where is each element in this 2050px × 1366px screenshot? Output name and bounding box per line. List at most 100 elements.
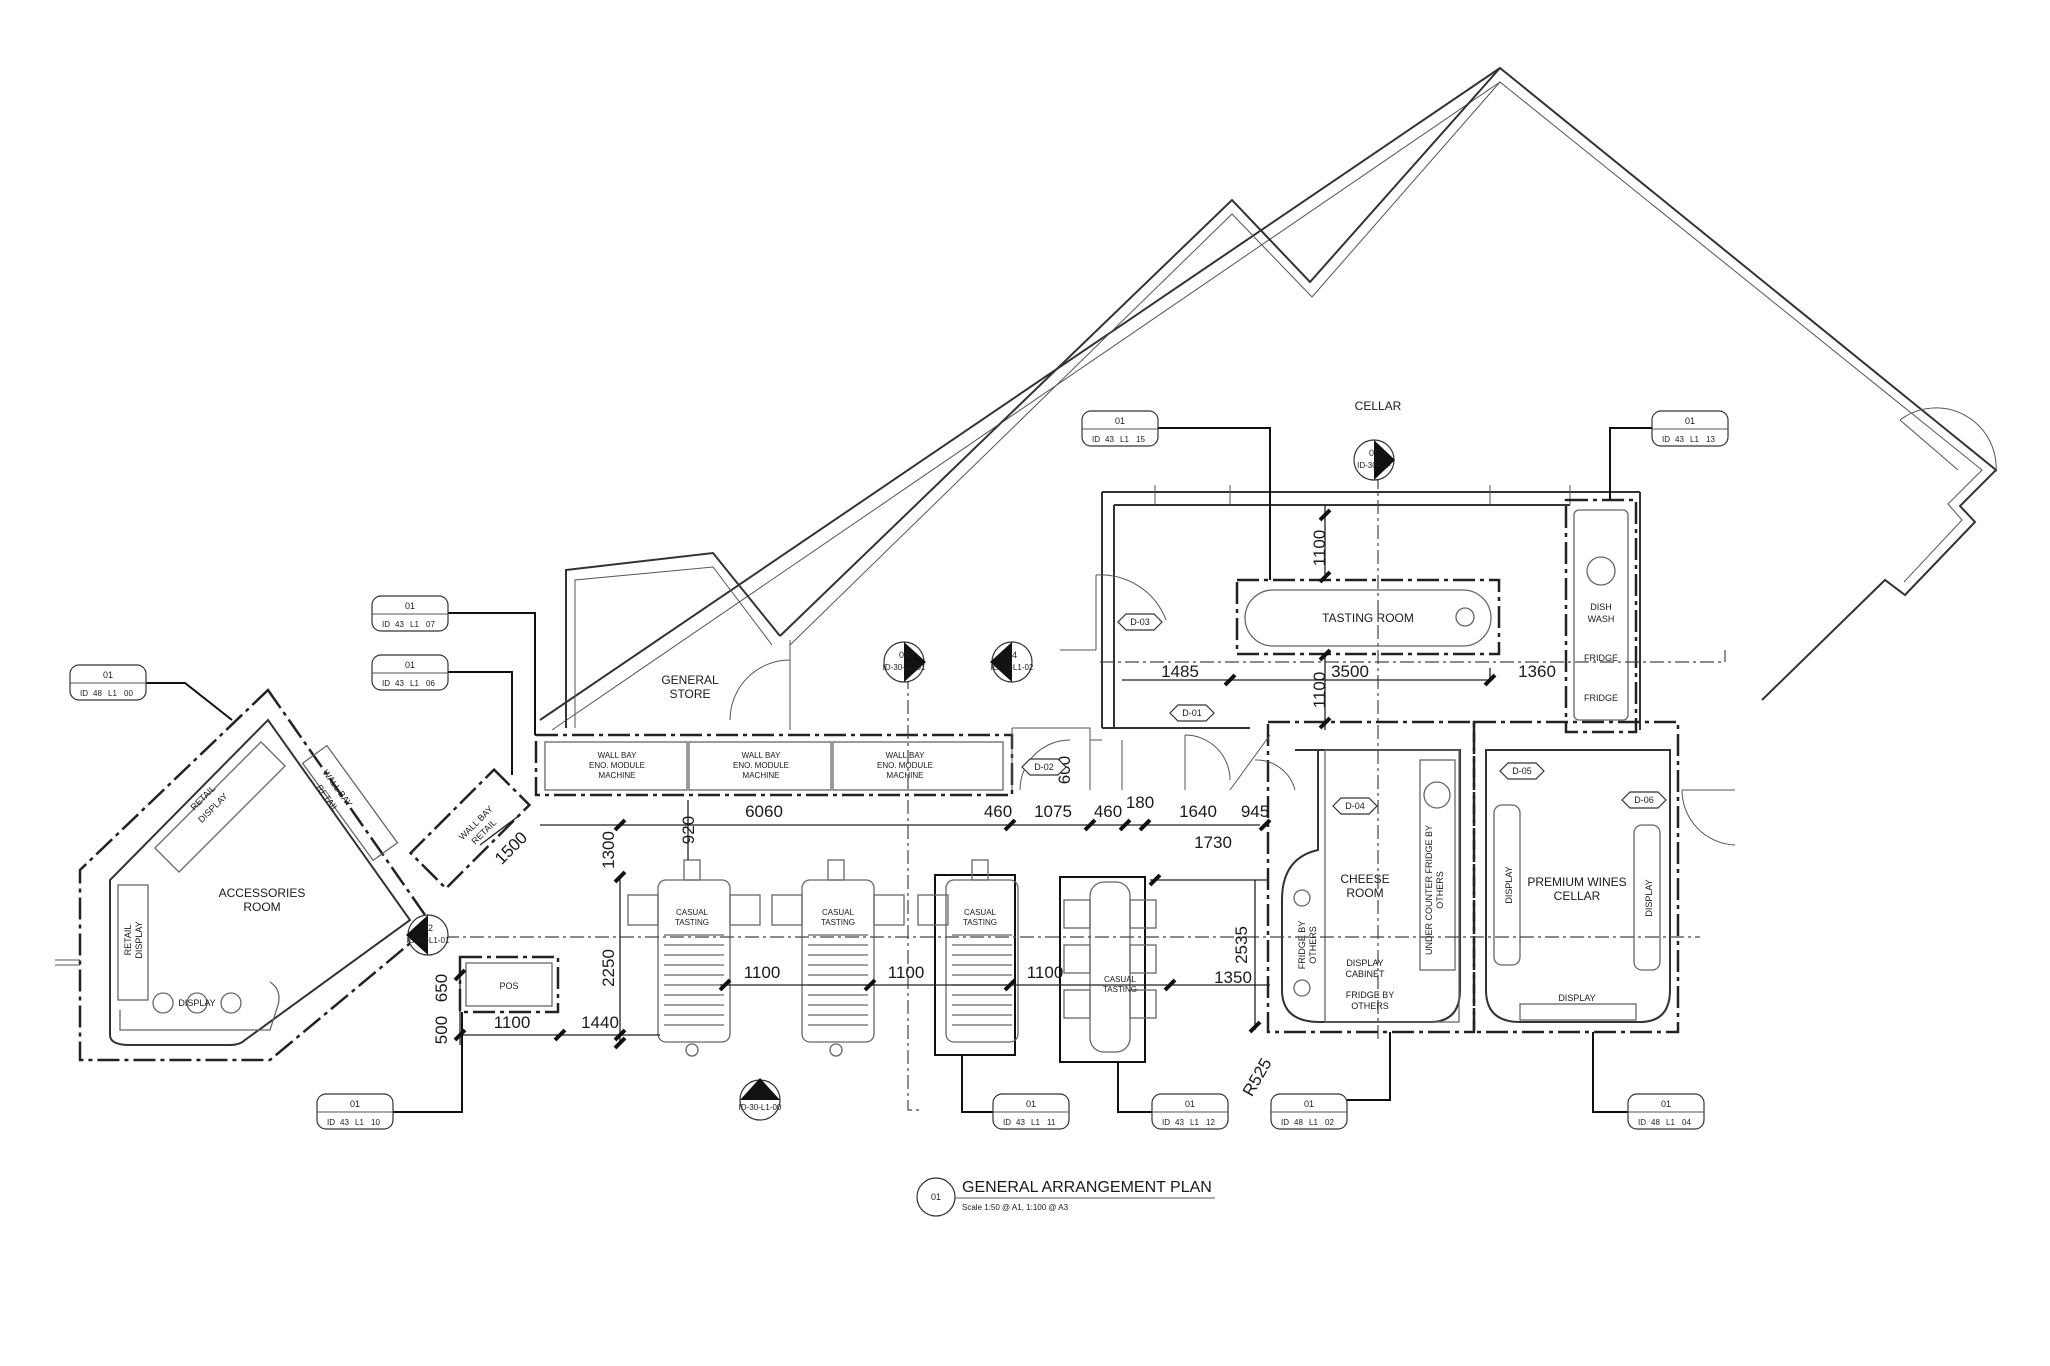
cheese-room[interactable]: CHEESE ROOM DISPLAY CABINET FRIDGE BY OT… [1266,720,1476,1034]
svg-text:06: 06 [426,679,435,688]
casual-tasting-table-1[interactable]: CASUAL TASTING [627,859,761,1057]
svg-text:ID: ID [80,689,88,698]
dim-500: 500 [432,1016,451,1044]
wall-bay-retail[interactable]: WALL BAY RETAIL [408,767,532,891]
svg-text:43: 43 [1016,1118,1025,1127]
premium-display-right: DISPLAY [1644,879,1654,916]
svg-text:D-02: D-02 [1034,762,1054,772]
wall-bay-1-a: WALL BAY [598,751,637,760]
accessories-label-2: ROOM [243,900,280,914]
casual-tasting-table-2[interactable]: CASUAL TASTING [771,859,905,1057]
svg-text:L1: L1 [1190,1118,1199,1127]
casual-tasting-table-3[interactable]: CASUAL TASTING [917,859,1019,1056]
detail-tag-10[interactable]: 01 ID 43 L1 10 [316,1093,394,1130]
dim-945: 945 [1241,802,1269,821]
svg-text:D-04: D-04 [1345,801,1365,811]
section-lines [420,450,1726,1111]
dim-2535: 2535 [1232,926,1251,964]
svg-text:05: 05 [1369,448,1379,458]
display-cabinet-2: CABINET [1345,969,1385,979]
svg-text:ID: ID [1092,435,1100,444]
casual-4-b: TASTING [1103,985,1137,994]
svg-text:43: 43 [395,679,404,688]
fridge-label-1: FRIDGE [1584,653,1618,663]
section-marker-02[interactable]: 02 ID-30-L1-01 [406,914,450,956]
detail-tag-15[interactable]: 01 ID 43 L1 15 [1081,410,1159,447]
fridge-label-2: FRIDGE [1584,693,1618,703]
title-block: 01 GENERAL ARRANGEMENT PLAN Scale 1:50 @… [916,1177,1215,1217]
svg-text:L1: L1 [1690,435,1699,444]
section-marker-03[interactable]: 03 ID-30-L1-01 [883,641,926,683]
detail-tag-02[interactable]: 01 ID 48 L1 02 [1270,1093,1348,1130]
door-tags: D-01 D-02 D-03 D-04 D-05 D-06 [1021,613,1667,815]
svg-text:03: 03 [899,650,909,660]
dish-wash-column[interactable]: DISH WASH FRIDGE FRIDGE [1564,498,1638,734]
svg-text:L1: L1 [1120,435,1129,444]
detail-tag-11[interactable]: 01 ID 43 L1 11 [992,1093,1070,1130]
wall-bay-2-c: MACHINE [743,771,780,780]
dim-3500: 3500 [1331,662,1369,681]
dish-label-2: WASH [1588,614,1615,624]
dim-1300: 1300 [599,831,618,869]
wall-bay-1-c: MACHINE [599,771,636,780]
svg-text:ID: ID [1162,1118,1170,1127]
wall-bay-2-a: WALL BAY [742,751,781,760]
wall-bay-3-c: MACHINE [887,771,924,780]
accessories-room[interactable]: ACCESSORIES ROOM RETAIL DISPLAY WALL BAY… [55,688,434,1062]
detail-tag-12[interactable]: 01 ID 43 L1 12 [1151,1093,1229,1130]
casual-2-a: CASUAL [822,908,855,917]
svg-text:01: 01 [103,670,113,680]
svg-text:01: 01 [1115,416,1125,426]
svg-text:ID: ID [1662,435,1670,444]
section-marker-05[interactable]: 05 ID-30-L1- [1353,439,1395,481]
svg-text:01: 01 [1185,1099,1195,1109]
door-tag-d06[interactable]: D-06 [1621,791,1667,809]
title-number: 01 [931,1192,941,1202]
door-tag-d01[interactable]: D-01 [1169,704,1215,722]
detail-tag-06[interactable]: 01 ID 43 L1 06 [371,654,449,691]
detail-tag-00[interactable]: 01 ID 48 L1 00 [69,664,147,701]
detail-tag-13[interactable]: 01 ID 43 L1 13 [1651,410,1729,447]
dim-1100-b: 1100 [888,963,925,982]
section-marker-04[interactable]: 04 ID-30-L1-02 [990,641,1034,683]
svg-text:02: 02 [1325,1118,1334,1127]
display-cabinet-1: DISPLAY [1346,958,1383,968]
dim-1360: 1360 [1518,662,1556,681]
svg-text:01: 01 [350,1099,360,1109]
svg-text:ID: ID [1281,1118,1289,1127]
section-marker-01[interactable]: 01 ID-30-L1-00 [739,1078,782,1121]
dim-1100-c: 1100 [1027,963,1064,982]
detail-tag-04[interactable]: 01 ID 48 L1 04 [1627,1093,1705,1130]
dim-460-b: 460 [1094,802,1122,821]
svg-text:ID-30-L1-01: ID-30-L1-01 [883,663,926,672]
premium-wines-cellar[interactable]: PREMIUM WINES CELLAR DISPLAY DISPLAY DIS… [1472,720,1736,1034]
detail-tag-07[interactable]: 01 ID 43 L1 07 [371,595,449,632]
svg-text:D-05: D-05 [1512,766,1532,776]
door-tag-d05-a[interactable]: D-05 [1499,762,1545,780]
svg-text:10: 10 [371,1118,380,1127]
building-outline [539,66,1998,731]
tasting-block-walls [1060,485,1641,730]
door-tag-d02[interactable]: D-02 [1021,758,1067,776]
door-tag-d04[interactable]: D-04 [1332,797,1378,815]
dim-1485: 1485 [1161,662,1199,681]
tasting-room-bench[interactable]: TASTING ROOM [1235,578,1501,656]
dim-r525: R525 [1239,1055,1276,1100]
svg-text:01: 01 [405,660,415,670]
dim-460-a: 460 [984,802,1012,821]
door-tag-d03[interactable]: D-03 [1117,613,1163,631]
dim-1440: 1440 [581,1013,619,1032]
cellar-label: CELLAR [1355,399,1402,413]
casual-1-b: TASTING [675,918,709,927]
retail-display-side-1: RETAIL [123,925,133,956]
svg-text:48: 48 [1651,1118,1660,1127]
pos-counter[interactable]: POS [458,955,560,1014]
svg-text:ID: ID [1638,1118,1646,1127]
dish-label-1: DISH [1590,602,1612,612]
svg-text:L1: L1 [410,679,419,688]
casual-tasting-table-4[interactable]: CASUAL TASTING [1059,876,1157,1063]
wall-bay-eno-module[interactable]: WALL BAY ENO. MODULE MACHINE WALL BAY EN… [534,733,1014,797]
svg-text:D-03: D-03 [1130,617,1150,627]
dim-650: 650 [432,974,451,1002]
retail-display-side-2: DISPLAY [134,921,144,958]
